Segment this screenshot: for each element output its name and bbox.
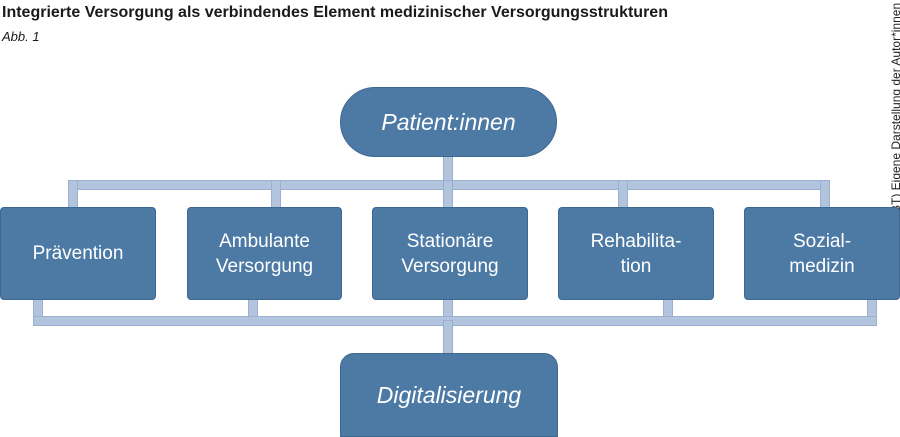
node-sector-rehabilitation: Rehabilita- tion	[558, 207, 714, 300]
node-sector-praevention: Prävention	[0, 207, 156, 300]
connector-drop-1	[68, 180, 78, 210]
figure-title: Integrierte Versorgung als verbindendes …	[2, 4, 668, 21]
connector-bottom-stem	[443, 320, 453, 356]
connector-drop-5	[820, 180, 830, 210]
node-patients-label: Patient:innen	[381, 108, 516, 135]
connector-drop-4	[618, 180, 628, 210]
connector-top-stem	[443, 155, 453, 185]
connector-drop-2	[271, 180, 281, 210]
node-sector-label: Sozial- medizin	[789, 230, 855, 277]
node-sector-label: Stationäre Versorgung	[401, 230, 499, 277]
node-sector-ambulante-versorgung: Ambulante Versorgung	[187, 207, 342, 300]
connector-rise-1	[33, 298, 43, 324]
node-digitalisierung: Digitalisierung	[340, 353, 558, 437]
node-digitalisierung-label: Digitalisierung	[376, 381, 522, 408]
connector-rise-4	[663, 298, 673, 324]
figure-label: Abb. 1	[2, 29, 40, 44]
node-sector-stationaere-versorgung: Stationäre Versorgung	[372, 207, 528, 300]
node-sector-label: Rehabilita- tion	[590, 230, 682, 277]
connector-drop-3	[443, 180, 453, 210]
connector-rise-3	[443, 298, 453, 324]
node-sector-label: Ambulante Versorgung	[215, 230, 314, 277]
node-patients: Patient:innen	[340, 87, 557, 157]
node-sector-label: Prävention	[32, 243, 124, 264]
node-sector-sozialmedizin: Sozial- medizin	[744, 207, 900, 300]
connector-rise-5	[867, 298, 877, 324]
connector-bottom-horizontal	[33, 316, 877, 326]
connector-rise-2	[248, 298, 258, 324]
